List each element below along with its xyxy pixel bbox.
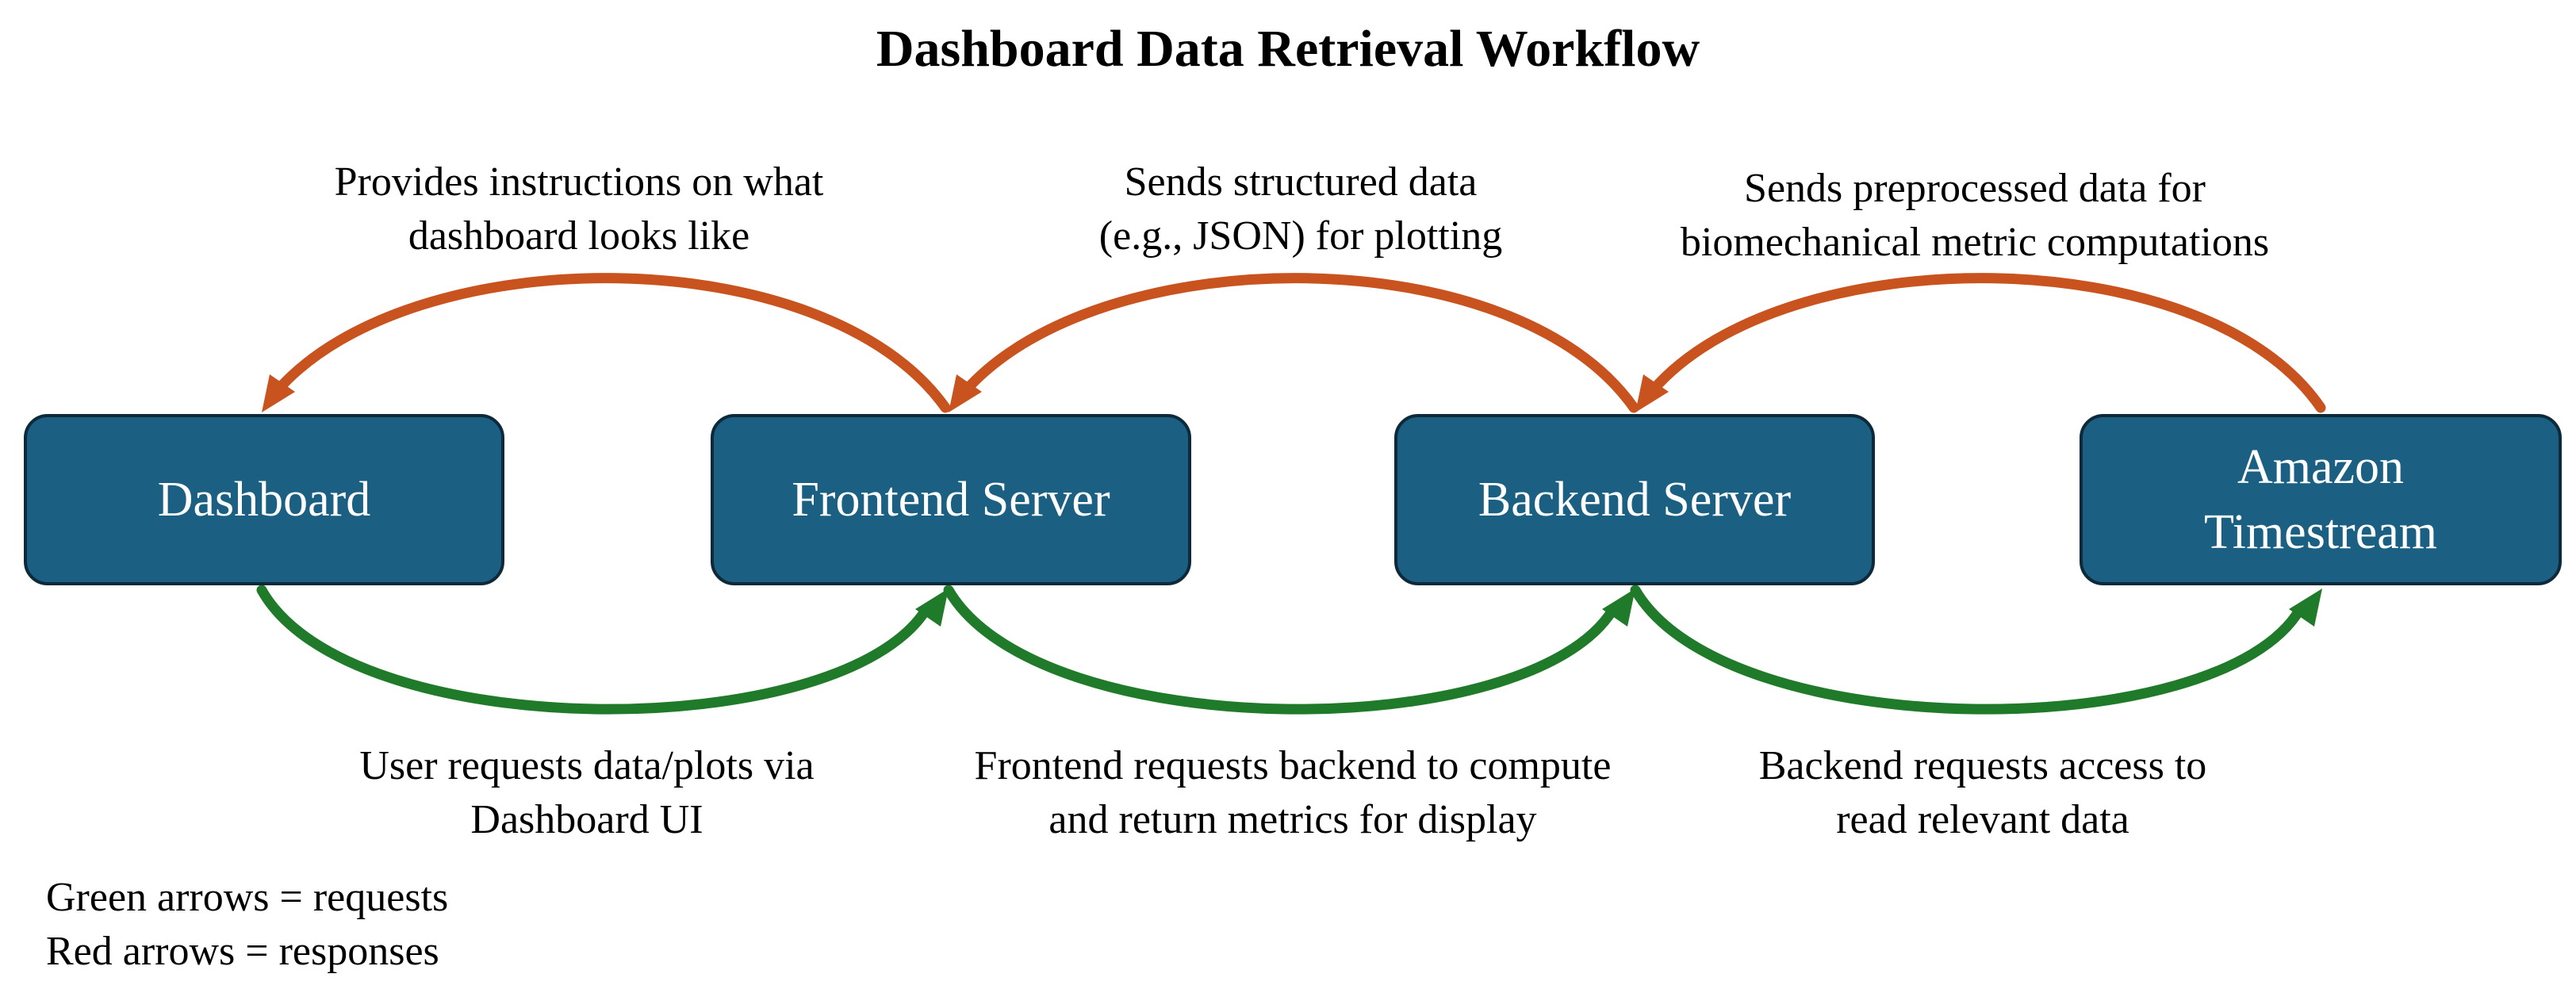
response-arrow-frontend-to-dashboard [272,273,951,413]
node-frontend-server: Frontend Server [711,414,1191,585]
node-label-backend-server: Backend Server [1478,473,1792,527]
caption-line: Dashboard UI [470,797,703,842]
node-label-amazon-timestream: Amazon Timestream [2204,440,2437,559]
legend-red-responses: Red arrows = responses [46,929,439,974]
caption-line: Backend requests access to [1758,743,2207,788]
response-caption-timestream-to-backend: Sends preprocessed data for biomechanica… [1626,162,2324,270]
node-backend-server: Backend Server [1394,414,1875,585]
request-arrowhead-backend [1602,589,1635,627]
request-arrow-backend-to-timestream [1630,585,2306,715]
caption-line: Frontend requests backend to compute [974,743,1612,788]
diagram-title: Dashboard Data Retrieval Workflow [876,20,1700,78]
request-caption-dashboard-to-frontend: User requests data/plots via Dashboard U… [270,739,904,847]
response-caption-backend-to-frontend: Sends structured data (e.g., JSON) for p… [976,155,1626,263]
response-arrowhead-frontend [949,374,982,412]
node-label-frontend-server: Frontend Server [792,473,1110,527]
request-arrowhead-timestream [2289,589,2322,627]
response-arrow-backend-to-frontend [960,273,1639,413]
node-label-dashboard: Dashboard [157,473,371,527]
caption-line: biomechanical metric computations [1680,220,2270,265]
request-caption-backend-to-timestream: Backend requests access to read relevant… [1658,739,2308,847]
request-arrow-frontend-to-backend [943,585,1619,715]
caption-line: read relevant data [1836,797,2129,842]
request-caption-frontend-to-backend: Frontend requests backend to compute and… [896,739,1689,847]
response-arrowhead-dashboard [262,374,295,412]
request-arrow-dashboard-to-frontend [256,585,932,715]
response-arrow-timestream-to-backend [1647,273,2326,413]
caption-line: User requests data/plots via [359,743,815,788]
node-amazon-timestream: Amazon Timestream [2080,414,2562,585]
caption-line: dashboard looks like [408,213,750,259]
caption-line: Sends preprocessed data for [1744,166,2206,211]
response-caption-frontend-to-dashboard: Provides instructions on what dashboard … [254,155,904,263]
node-dashboard: Dashboard [24,414,504,585]
response-arrowhead-backend [1635,374,1669,412]
request-arrowhead-frontend [915,589,949,627]
caption-line: Provides instructions on what [334,159,824,205]
caption-line: and return metrics for display [1048,797,1537,842]
legend: Green arrows = requests Red arrows = res… [46,871,448,979]
caption-line: (e.g., JSON) for plotting [1098,213,1503,259]
legend-green-requests: Green arrows = requests [46,875,449,920]
caption-line: Sends structured data [1124,159,1478,205]
